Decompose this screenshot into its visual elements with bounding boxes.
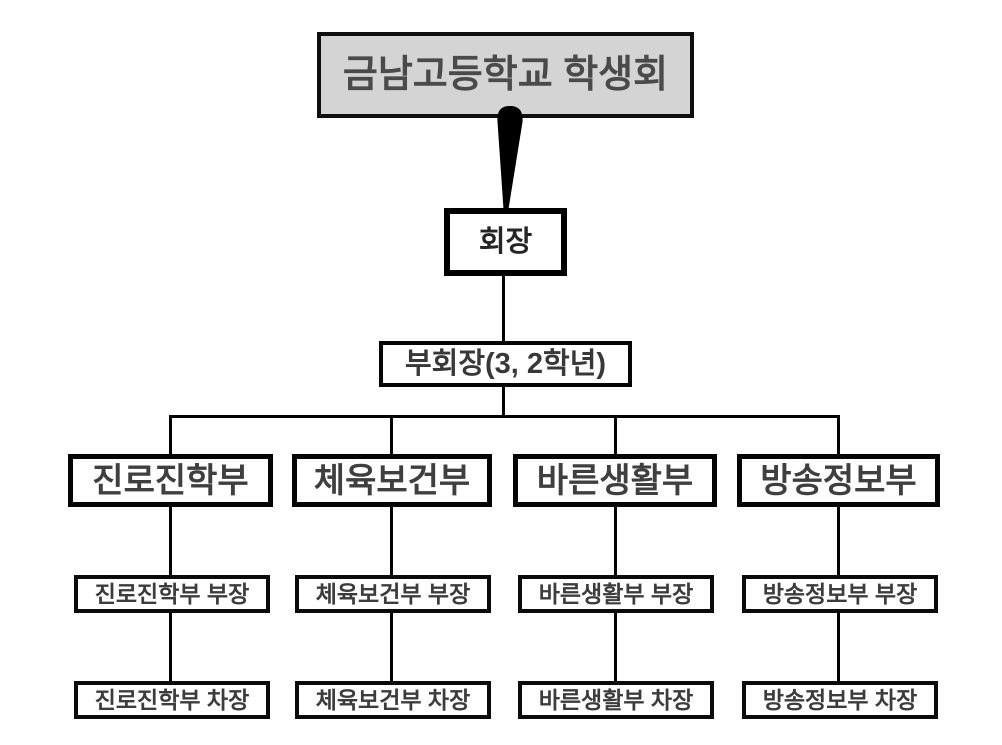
node-head-broadcast-info: 방송정보부 부장: [742, 575, 938, 613]
connector-dept1-to-head: [169, 505, 172, 577]
connector-president-to-vp: [502, 274, 505, 343]
node-head-right-living: 바른생활부 부장: [518, 575, 714, 613]
connector-bar-to-dept-3: [614, 416, 617, 456]
node-head-career: 진로진학부 부장: [74, 575, 270, 613]
connector-bar-to-dept-4: [837, 416, 840, 456]
connector-head4-to-deputy: [837, 611, 840, 683]
connector-horizontal-bar: [169, 415, 840, 418]
node-deputy-broadcast-info: 방송정보부 차장: [742, 681, 938, 719]
node-head-pe-health: 체육보건부 부장: [295, 575, 491, 613]
node-deputy-right-living: 바른생활부 차장: [518, 681, 714, 719]
node-dept-pe-health: 체육보건부: [292, 454, 492, 507]
node-president: 회장: [444, 208, 567, 276]
connector-bar-to-dept-1: [169, 416, 172, 456]
node-dept-career: 진로진학부: [68, 454, 273, 507]
connector-dept4-to-head: [837, 505, 840, 577]
node-dept-right-living: 바른생활부: [513, 454, 717, 507]
node-deputy-career: 진로진학부 차장: [74, 681, 270, 719]
connector-vp-to-bar: [502, 385, 505, 416]
connector-dept2-to-head: [390, 505, 393, 577]
node-dept-broadcast-info: 방송정보부: [737, 454, 940, 507]
connector-head3-to-deputy: [614, 611, 617, 683]
node-vice-president: 부회장(3, 2학년): [379, 341, 632, 387]
connector-head1-to-deputy: [169, 611, 172, 683]
node-student-council-root: 금남고등학교 학생회: [317, 32, 694, 118]
node-deputy-pe-health: 체육보건부 차장: [295, 681, 491, 719]
connector-bar-to-dept-2: [390, 416, 393, 456]
connector-head2-to-deputy: [390, 611, 393, 683]
connector-dept3-to-head: [614, 505, 617, 577]
